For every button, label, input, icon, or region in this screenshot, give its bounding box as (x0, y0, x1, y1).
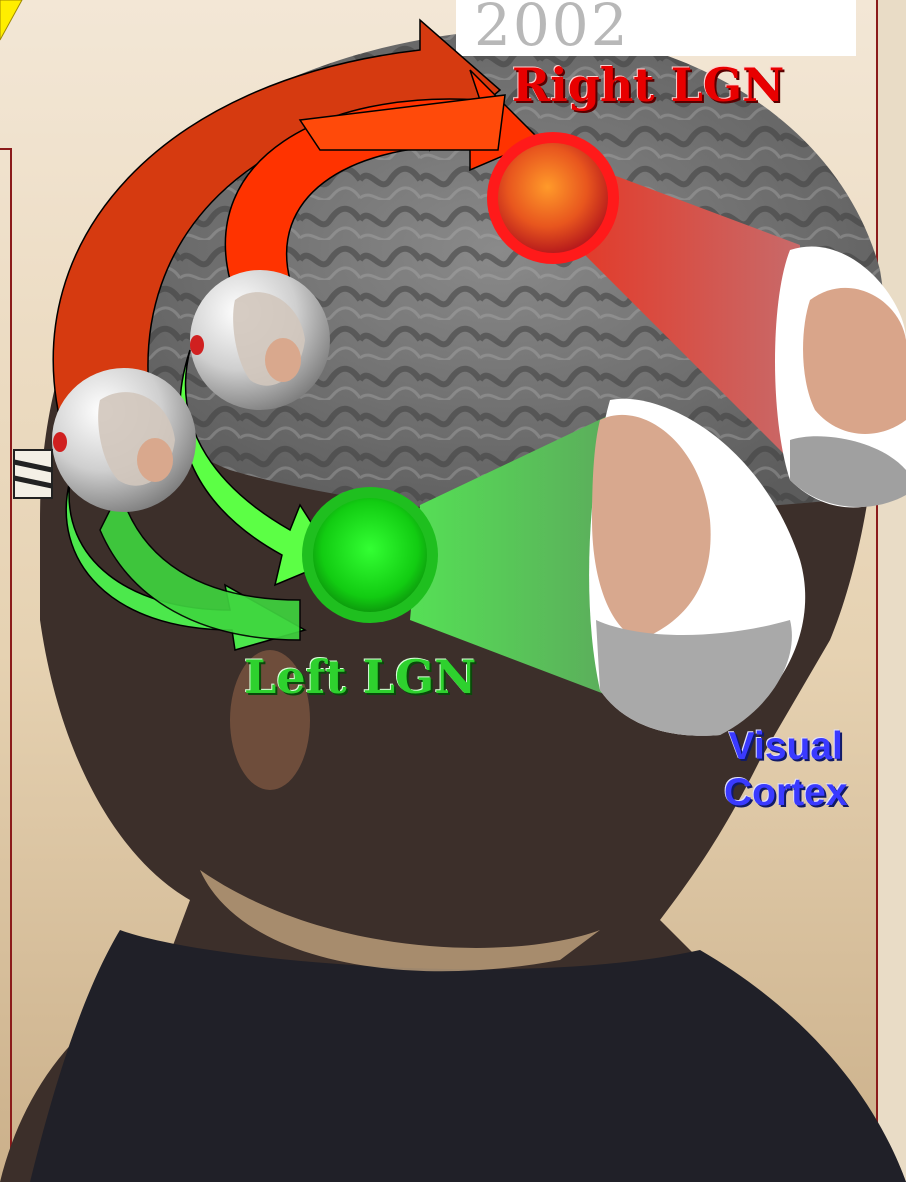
left-lgn-label: Left LGN (244, 650, 476, 704)
right-lgn-node (487, 132, 619, 264)
visual-cortex-label-line1: Visual (724, 724, 848, 770)
visual-cortex-label-line2: Cortex (724, 770, 848, 816)
year-logo-text: 2002 (474, 0, 630, 50)
visual-cortex-image-upper (775, 246, 906, 507)
left-eyeball (52, 368, 196, 512)
yellow-marker-triangle (0, 0, 22, 40)
visual-cortex-label: Visual Cortex (724, 724, 848, 816)
right-eyeball (190, 270, 330, 410)
right-lgn-label: Right LGN (512, 58, 784, 112)
left-lgn-node (302, 487, 438, 623)
glasses-detail (14, 450, 52, 498)
